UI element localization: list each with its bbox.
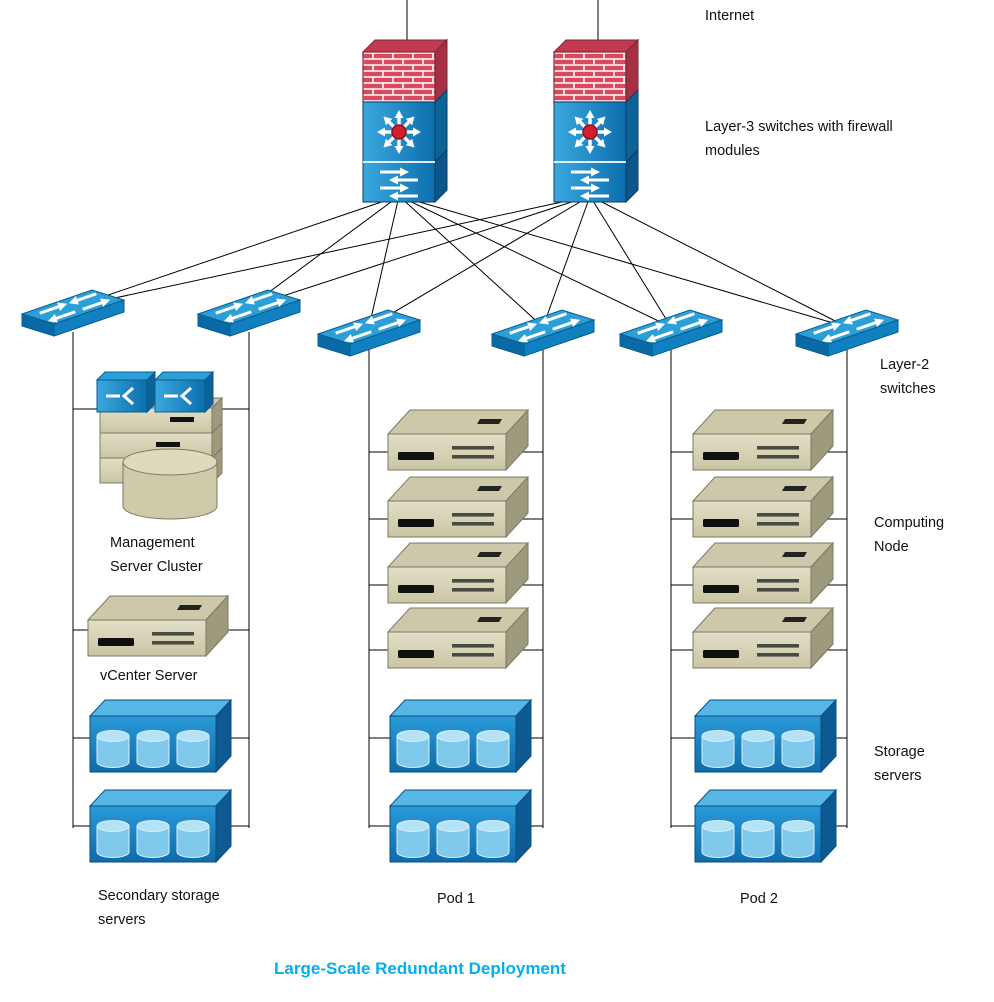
- secondary-storage-server-2: [90, 790, 231, 862]
- pod2-computing-node-2: [692, 476, 834, 538]
- pod2-storage-server-1: [695, 700, 836, 772]
- layer3-firewall-switch-1: [363, 40, 447, 202]
- diagram-title: Large-Scale Redundant Deployment: [274, 959, 566, 978]
- management-database-disk: [122, 448, 218, 520]
- pod2-computing-node-1: [692, 409, 834, 471]
- computing-node-label: Computing Node: [874, 515, 945, 555]
- vcenter-label: vCenter Server: [100, 668, 198, 684]
- layer2-switch-3: [318, 310, 420, 356]
- pod1-label: Pod 1: [437, 891, 475, 907]
- layer2-switch-4: [492, 310, 594, 356]
- pod1-computing-node-3: [387, 542, 529, 604]
- pod1-storage-server-1: [390, 700, 531, 772]
- layer2-switch-1: [22, 290, 124, 336]
- secondary-storage-label: Secondary storage servers: [98, 888, 220, 928]
- pod1-storage-server-2: [390, 790, 531, 862]
- layer2-switches-label: Layer-2 switches: [880, 357, 936, 397]
- pod2-storage-server-2: [695, 790, 836, 862]
- pod1-computing-node-2: [387, 476, 529, 538]
- management-mini-switch-1: [95, 370, 157, 414]
- storage-servers-label: Storage servers: [874, 744, 925, 784]
- pod2-computing-node-3: [692, 542, 834, 604]
- internet-uplink-lines: [406, 0, 599, 44]
- vcenter-server: [87, 595, 229, 657]
- layer2-switch-2: [198, 290, 300, 336]
- layer2-switch-5: [620, 310, 722, 356]
- pod1-computing-node-4: [387, 607, 529, 669]
- management-cluster-label: Management Server Cluster: [110, 535, 203, 575]
- pod2-computing-node-4: [692, 607, 834, 669]
- layer3-firewall-switch-2: [554, 40, 638, 202]
- pod2-label: Pod 2: [740, 891, 778, 907]
- pod1-computing-node-1: [387, 409, 529, 471]
- layer3-switches-label: Layer-3 switches with firewall modules: [705, 119, 893, 159]
- internet-label: Internet: [705, 8, 755, 24]
- l3-left-fan-lines: [72, 195, 848, 328]
- l3-right-fan-lines: [72, 195, 848, 328]
- secondary-storage-server-1: [90, 700, 231, 772]
- management-mini-switch-2: [153, 370, 215, 414]
